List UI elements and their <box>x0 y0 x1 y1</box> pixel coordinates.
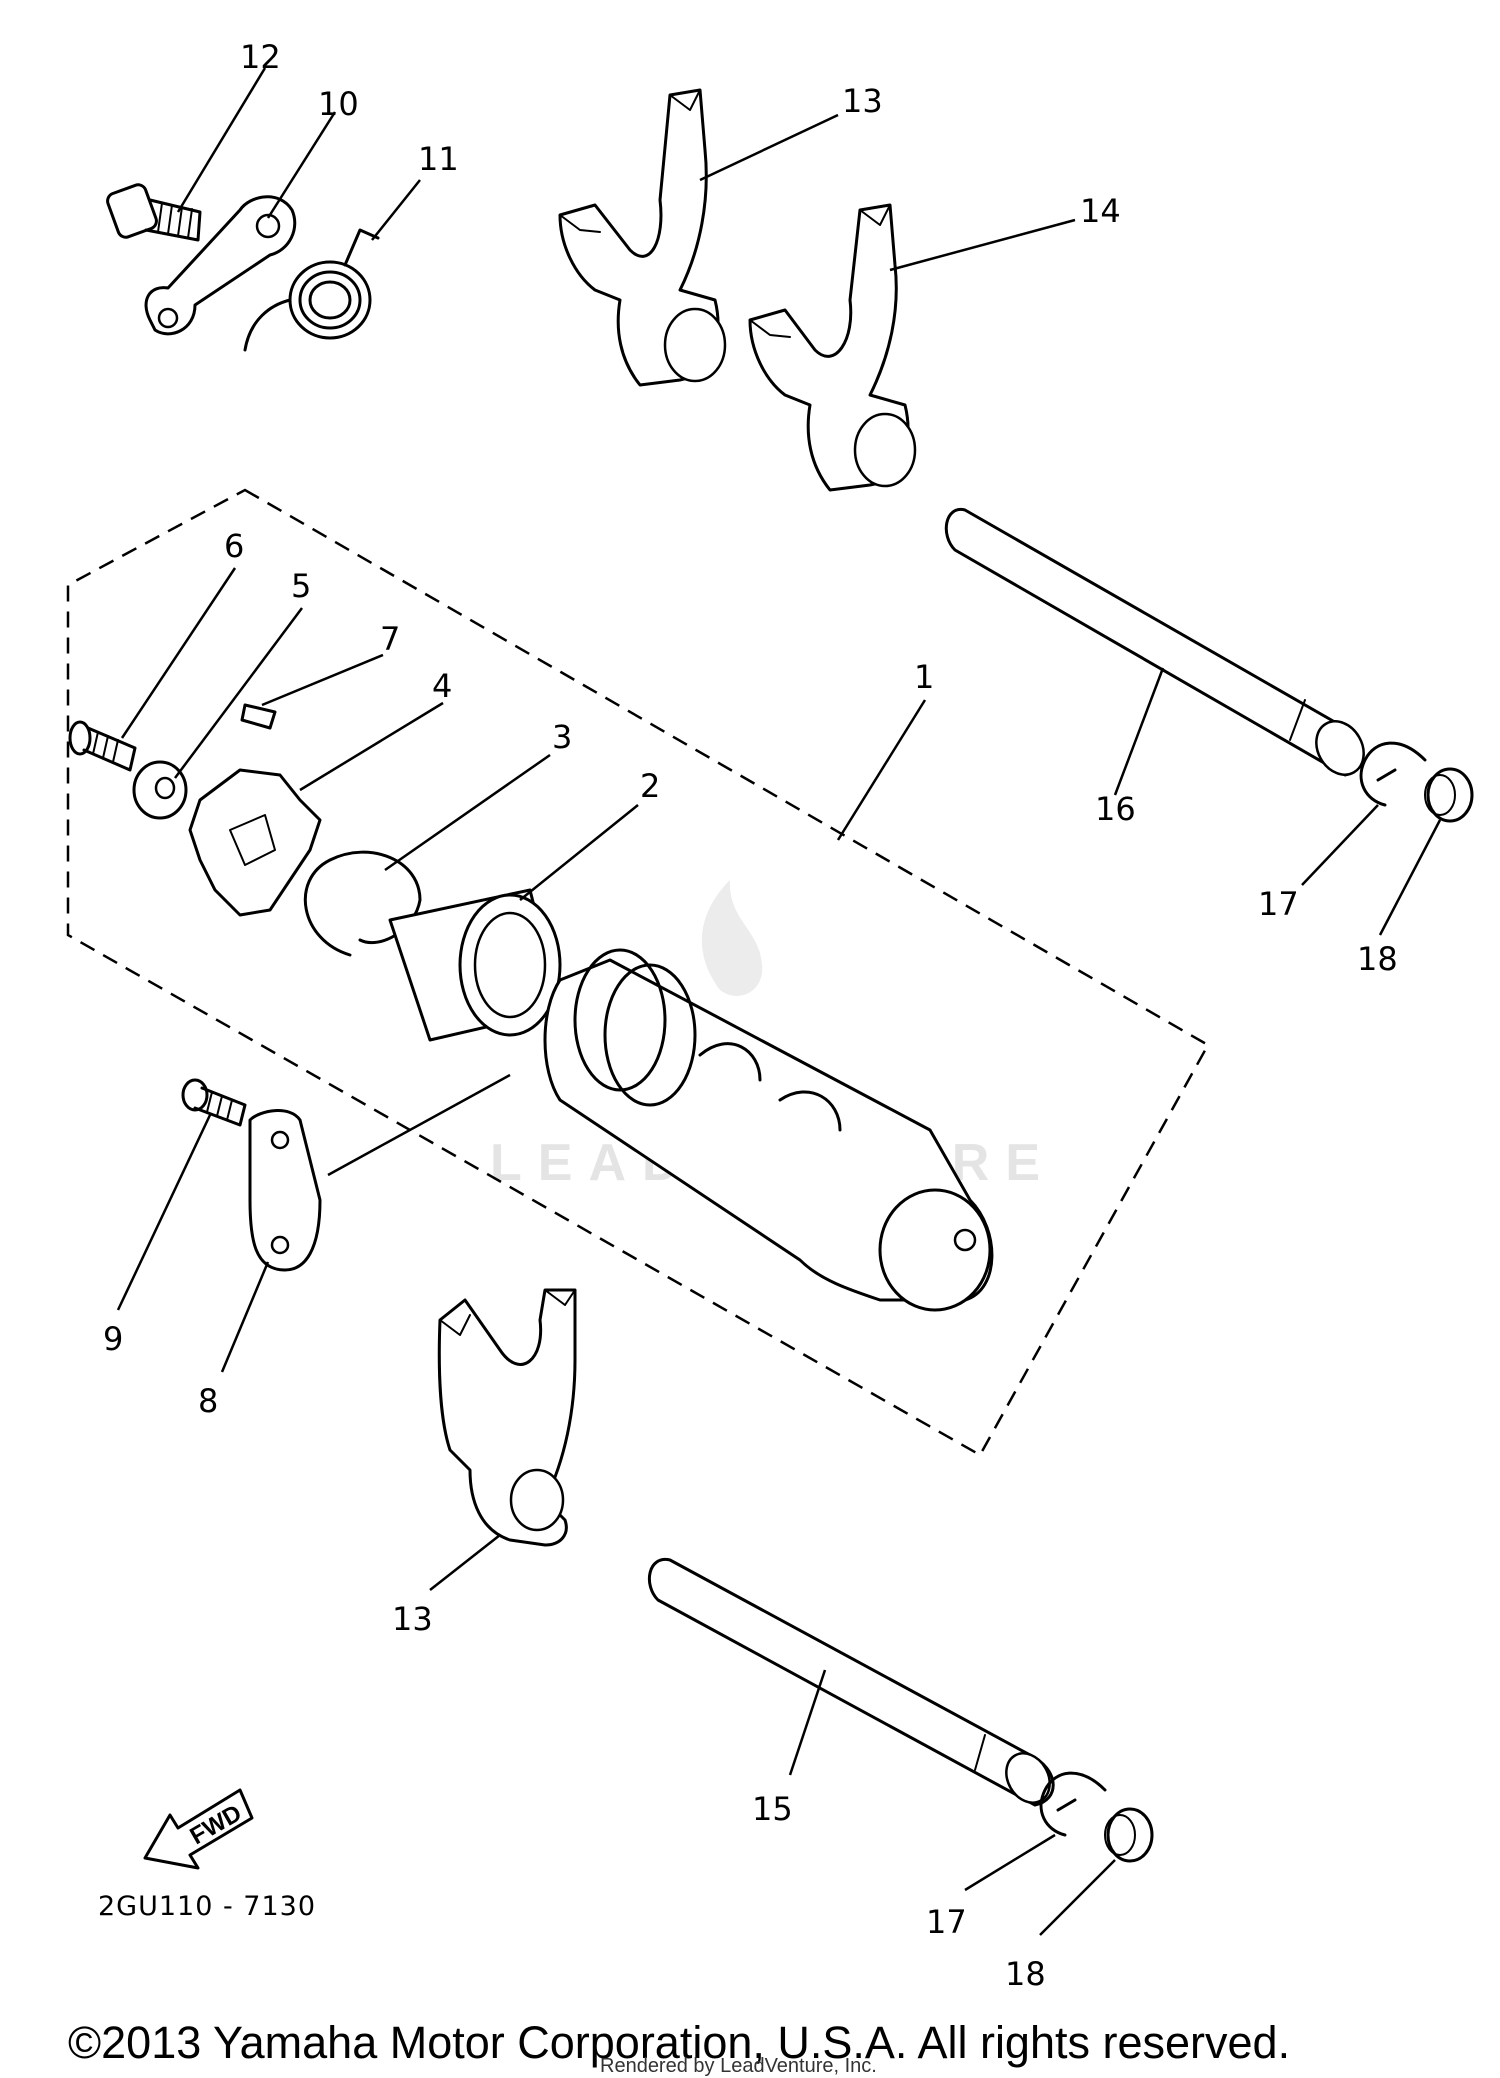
part-13-shift-fork-upper <box>558 88 727 387</box>
label-8: 8 <box>198 1382 218 1420</box>
label-13-lower: 13 <box>392 1600 433 1638</box>
label-12: 12 <box>240 38 281 76</box>
part-18-cap-upper <box>1424 767 1474 823</box>
label-1: 1 <box>914 658 934 696</box>
part-12-bolt <box>106 183 202 242</box>
part-8-plate <box>248 1109 322 1272</box>
label-18-upper: 18 <box>1357 940 1398 978</box>
part-14-shift-fork <box>748 203 917 492</box>
label-9: 9 <box>103 1320 123 1358</box>
part-10-stopper-lever <box>144 195 297 336</box>
part-11-spring <box>243 228 380 352</box>
part-7-pin <box>240 703 277 730</box>
fwd-arrow-icon: FWD <box>143 1788 254 1870</box>
leader-lines <box>116 67 1442 1936</box>
label-15: 15 <box>752 1790 793 1828</box>
assembly-boundary <box>66 488 1210 1457</box>
part-labels: 12 10 11 13 14 6 5 7 4 3 2 1 16 17 18 9 … <box>103 38 1398 1993</box>
part-5-washer <box>132 760 188 820</box>
part-6-screw <box>68 720 137 772</box>
part-1-shift-drum <box>543 948 994 1312</box>
label-5: 5 <box>291 567 311 605</box>
label-17-upper: 17 <box>1258 885 1299 923</box>
part-9-screw <box>181 1078 247 1127</box>
label-10: 10 <box>318 85 359 123</box>
label-16: 16 <box>1095 790 1136 828</box>
label-13-upper: 13 <box>842 82 883 120</box>
part-4-segment <box>188 768 322 917</box>
render-credit: Rendered by LeadVenture, Inc. <box>600 2055 877 2077</box>
part-17-circlip-lower <box>1039 1771 1107 1837</box>
reference-code: 2GU110 - 7130 <box>98 1891 316 1922</box>
label-7: 7 <box>380 620 400 658</box>
part-18-cap-lower <box>1104 1807 1154 1863</box>
label-6: 6 <box>224 527 244 565</box>
part-15-shaft <box>648 1558 1055 1807</box>
part-17-circlip-upper <box>1359 741 1427 807</box>
label-3: 3 <box>552 718 572 756</box>
part-13-shift-fork-lower <box>437 1288 577 1547</box>
part-16-shaft <box>944 508 1365 777</box>
label-2: 2 <box>640 767 660 805</box>
label-18-lower: 18 <box>1005 1955 1046 1993</box>
part-2-bearing <box>388 888 562 1042</box>
label-14: 14 <box>1080 192 1121 230</box>
label-4: 4 <box>432 667 452 705</box>
copyright-notice: ©2013 Yamaha Motor Corporation, U.S.A. A… <box>68 2017 1290 2068</box>
label-11: 11 <box>418 140 459 178</box>
label-17-lower: 17 <box>926 1903 967 1941</box>
